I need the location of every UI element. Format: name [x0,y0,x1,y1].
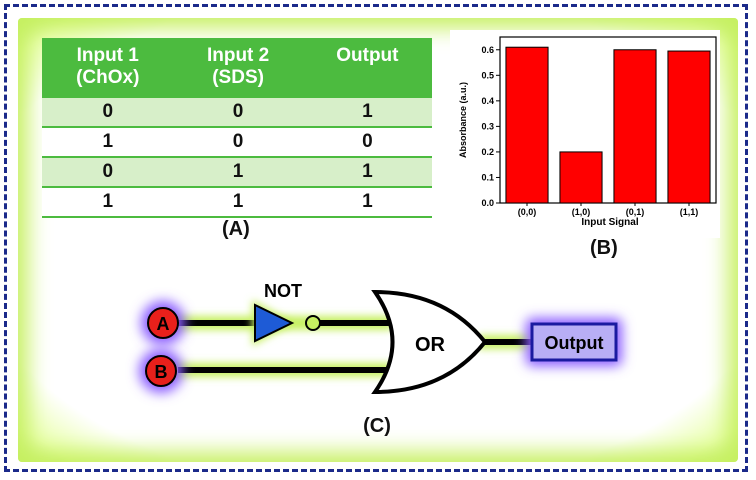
table-row: 1 1 1 [42,186,432,218]
output-label: Output [545,333,604,353]
table-cell: 1 [302,96,432,127]
table-row: 1 0 0 [42,126,432,157]
header-input-2-line2: (SDS) [212,67,264,88]
not-gate-bubble [305,315,321,331]
table-cell: 0 [42,156,174,187]
table-row: 0 0 1 [42,96,432,127]
y-tick-label: 0.6 [481,45,494,55]
table-cell: 0 [42,96,174,127]
truth-table: Input 1 (ChOx) Input 2 (SDS) Output 0 0 … [42,38,432,218]
bar [505,46,549,204]
table-cell: 1 [302,186,432,218]
header-input-1-line1: Input 1 [76,45,139,66]
x-tick-label: (0,0) [518,207,537,217]
y-tick-label: 0.5 [481,70,494,80]
table-row: 0 1 1 [42,156,432,187]
chart-axes-frame [499,36,717,204]
y-tick-label: 0.3 [481,121,494,131]
y-tick-label: 0.2 [481,147,494,157]
wires [178,320,532,373]
input-a-label: A [157,314,170,334]
table-cell: 1 [173,156,303,187]
table-cell: 0 [173,126,303,157]
table-cell: 0 [173,96,303,127]
or-gate-label: OR [415,334,446,356]
header-output: Output [302,38,432,97]
table-cell: 0 [302,126,432,157]
or-gate [371,289,488,395]
bar [613,49,657,204]
x-tick-label: (0,1) [626,207,645,217]
header-input-2: Input 2 (SDS) [173,38,303,97]
y-tick-label: 0.1 [481,172,494,182]
x-tick-label: (1,1) [680,207,699,217]
table-cell: 1 [173,186,303,218]
input-a-node [147,307,179,339]
input-b-label: B [155,362,168,382]
not-gate-label: NOT [264,281,302,301]
y-tick-label: 0.4 [481,96,494,106]
dashed-frame [4,4,748,472]
table-cell: 1 [302,156,432,187]
bar [667,50,711,204]
not-gate [254,303,295,343]
bar [559,151,603,204]
input-b-node [145,355,177,387]
panel-label-b: (B) [590,237,618,259]
y-tick-label: 0.0 [481,198,494,208]
x-axis-title: Input Signal [581,217,638,228]
output-box [530,322,618,362]
header-input-2-line1: Input 2 [206,45,270,66]
panel-label-a: (A) [222,218,250,240]
header-input-1: Input 1 (ChOx) [42,38,174,97]
header-input-1-line2: (ChOx) [76,67,140,88]
y-axis-title: Absorbance (a.u.) [458,82,468,158]
table-cell: 1 [42,126,174,157]
table-cell: 1 [42,186,174,218]
x-tick-label: (1,0) [572,207,591,217]
truth-table-header: Input 1 (ChOx) Input 2 (SDS) Output [42,38,432,97]
panel-label-c: (C) [363,415,391,437]
header-output-line1: Output [336,45,399,66]
